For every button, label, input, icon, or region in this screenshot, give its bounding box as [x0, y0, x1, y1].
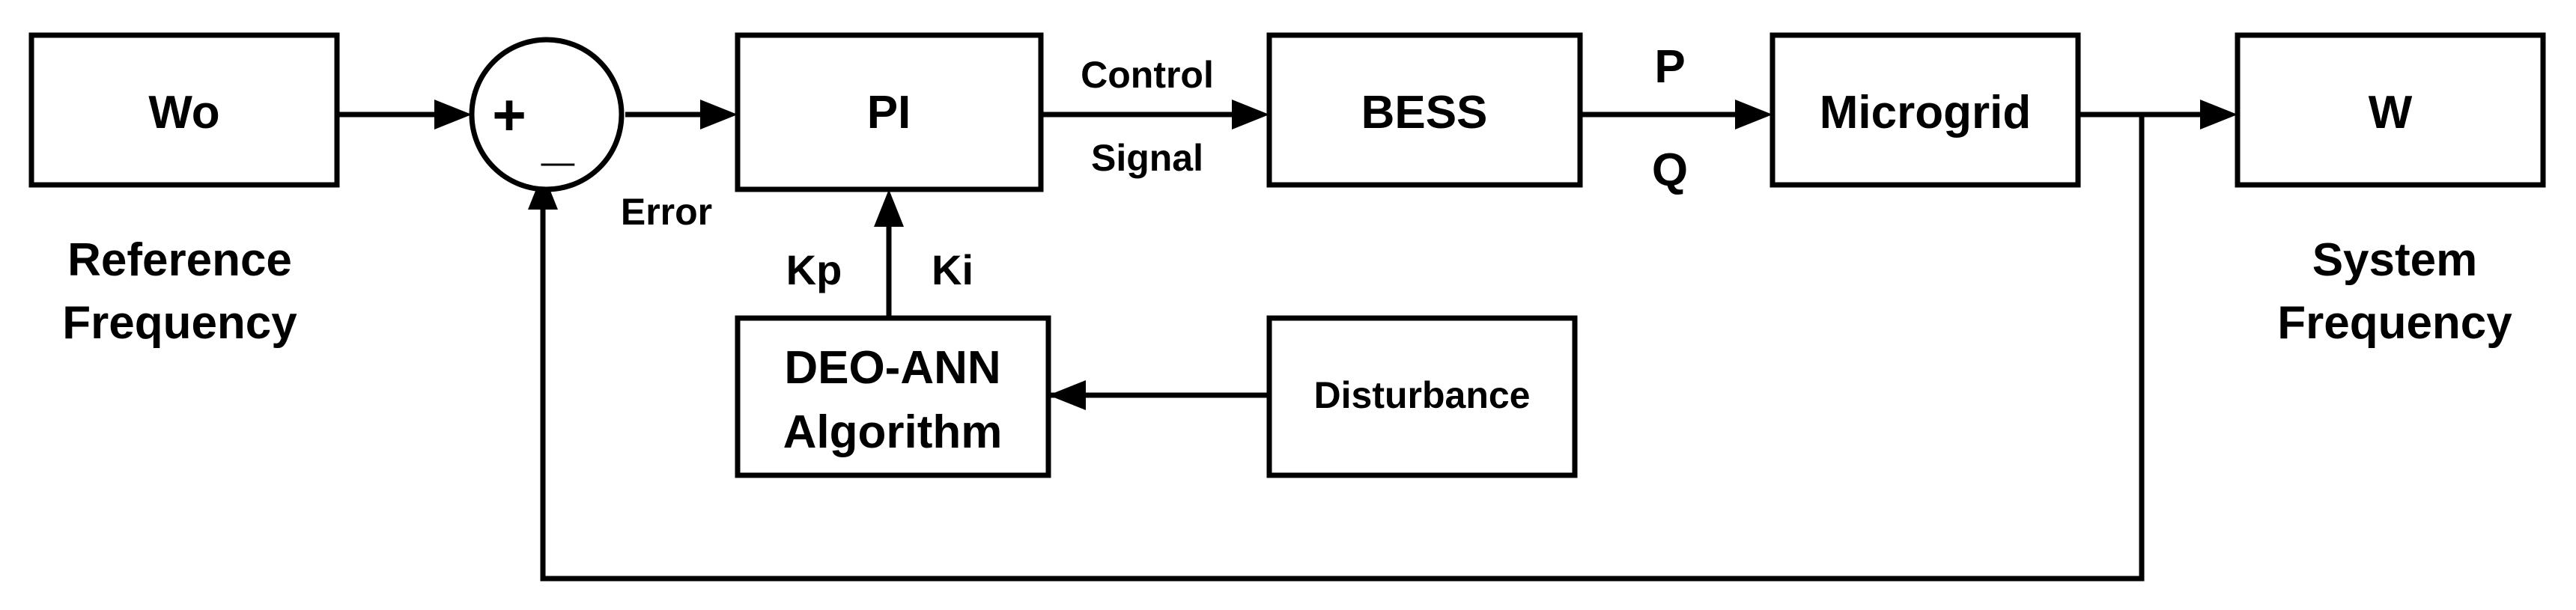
- block-deo-ann-label-line1: DEO-ANN: [784, 342, 1000, 394]
- p-label: P: [1654, 41, 1685, 93]
- block-deo-ann-label-line2: Algorithm: [783, 406, 1003, 458]
- block-disturbance-label: Disturbance: [1314, 374, 1531, 416]
- system-frequency-label-line1: System: [2312, 234, 2478, 286]
- kp-label: Kp: [786, 246, 842, 293]
- block-disturbance: [1266, 315, 1578, 478]
- block-pi-label: PI: [867, 87, 911, 138]
- system-frequency-label-line2: Frequency: [2277, 297, 2512, 349]
- arrowhead-into-pi: [700, 100, 738, 129]
- reference-frequency-label-line2: Frequency: [62, 297, 297, 349]
- arrowhead-into-bess: [1232, 100, 1269, 129]
- block-wo: [28, 32, 340, 188]
- control-signal-label-line2: Signal: [1091, 137, 1203, 179]
- arrowhead-into-w: [2200, 100, 2238, 129]
- control-signal-label-line1: Control: [1081, 54, 1214, 96]
- arrowhead-into-deo: [1048, 380, 1086, 410]
- block-microgrid-label: Microgrid: [1820, 87, 2031, 138]
- block-bess-label: BESS: [1361, 87, 1488, 138]
- block-microgrid: [1770, 32, 2081, 188]
- summing-junction: [469, 37, 625, 192]
- block-w-label: W: [2369, 87, 2413, 138]
- arrowhead-into-pi-bottom: [874, 189, 904, 227]
- block-deo-ann: [735, 315, 1051, 478]
- wire-feedback-loop: [540, 115, 2145, 582]
- arrowhead-into-microgrid: [1735, 100, 1772, 129]
- reference-frequency-label-line1: Reference: [67, 234, 292, 286]
- block-wo-label: Wo: [148, 87, 219, 138]
- ki-label: Ki: [932, 246, 973, 293]
- sum-plus-sign: +: [492, 82, 526, 147]
- sum-minus-sign: _: [541, 106, 575, 171]
- arrowhead-into-sum: [434, 100, 472, 129]
- block-pi: [735, 32, 1044, 192]
- q-label: Q: [1652, 144, 1688, 196]
- block-w: [2235, 32, 2546, 188]
- error-label: Error: [621, 191, 712, 233]
- block-bess: [1266, 32, 1583, 188]
